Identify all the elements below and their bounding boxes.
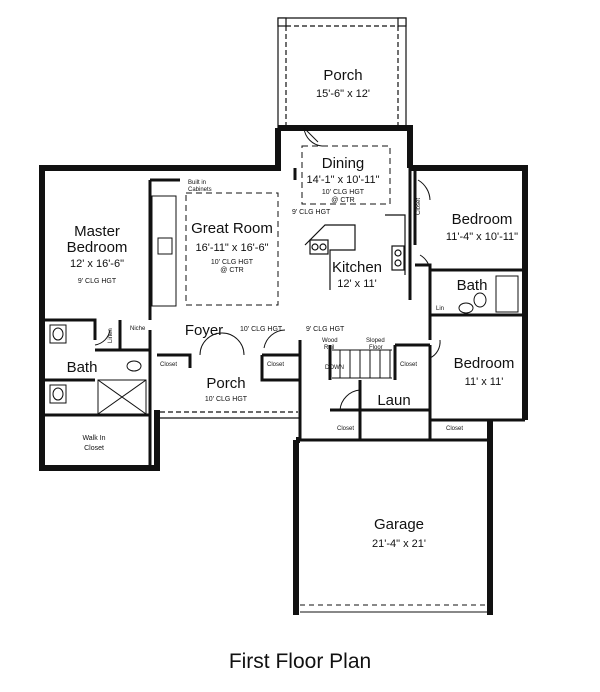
plan-title: First Floor Plan bbox=[228, 650, 372, 673]
great-room-ceiling-2: @ CTR bbox=[220, 267, 243, 274]
great-room-tray-ceiling bbox=[185, 192, 279, 306]
kitchen-name: Kitchen bbox=[332, 259, 382, 276]
bath-right-name: Bath bbox=[457, 277, 488, 294]
room-labels: Porch 15'-6" x 12' Dining 14'-1" x 10'-1… bbox=[67, 67, 519, 550]
dining-ceiling-1: 10' CLG HGT bbox=[322, 189, 365, 196]
great-room-size: 16'-11" x 16'-6" bbox=[196, 242, 269, 254]
wood-rail-label-2: Rail bbox=[324, 345, 334, 351]
dining-ceiling-2: @ CTR bbox=[331, 197, 354, 204]
closet-label-garage: Closet bbox=[446, 426, 463, 432]
sloped-floor-label-2: Floor bbox=[369, 345, 383, 351]
closet-label-laundry: Closet bbox=[337, 426, 354, 432]
kitchen-counters bbox=[304, 214, 406, 290]
annotations: Built in Cabinets 9' CLG HGT 10' CLG HGT… bbox=[108, 180, 463, 432]
wood-rail-label-1: Wood bbox=[322, 338, 338, 344]
rear-porch-size: 15'-6" x 12' bbox=[316, 88, 370, 100]
niche-label: Niche bbox=[130, 326, 146, 332]
hall-clg-label: 9' CLG HGT bbox=[306, 326, 345, 333]
walk-in-closet-name-2: Closet bbox=[84, 445, 104, 452]
down-label: DOWN bbox=[325, 365, 344, 371]
sloped-floor-label-1: Sloped bbox=[366, 338, 385, 344]
master-bedroom-name-1: Master bbox=[74, 223, 120, 240]
master-bedroom-size: 12' x 16'-6" bbox=[70, 258, 124, 270]
master-bedroom-ceiling: 9' CLG HGT bbox=[78, 278, 117, 285]
garage-walls bbox=[293, 420, 493, 615]
dining-door bbox=[303, 127, 323, 147]
bath-left-name: Bath bbox=[67, 359, 98, 376]
great-room-clg-label: 9' CLG HGT bbox=[292, 209, 331, 216]
great-room-name: Great Room bbox=[191, 220, 273, 237]
bedroom-1-size: 11'-4" x 10'-11" bbox=[446, 231, 518, 243]
front-porch-ceiling: 10' CLG HGT bbox=[205, 396, 248, 403]
bath-fixtures bbox=[49, 275, 519, 415]
front-porch-outline bbox=[156, 410, 300, 419]
dining-size: 14'-1" x 10'-11" bbox=[307, 174, 380, 186]
foyer-name: Foyer bbox=[185, 322, 223, 339]
garage-name: Garage bbox=[374, 516, 424, 533]
bedroom-2-size: 11' x 11' bbox=[465, 376, 504, 388]
laundry-name: Laun bbox=[377, 392, 410, 409]
lin-label: Lin bbox=[436, 306, 444, 312]
walk-in-closet-name-1: Walk In bbox=[82, 435, 105, 442]
rear-porch-name: Porch bbox=[323, 67, 362, 84]
closet-label-foyer-left: Closet bbox=[160, 362, 177, 368]
linen-label: Linen bbox=[108, 328, 114, 343]
doors bbox=[94, 179, 441, 411]
built-in-label-2: Cabinets bbox=[188, 187, 212, 193]
floor-plan: Porch 15'-6" x 12' Dining 14'-1" x 10'-1… bbox=[39, 17, 528, 615]
front-porch-name: Porch bbox=[206, 375, 245, 392]
built-in-label-1: Built in bbox=[188, 180, 206, 186]
bedroom-1-name: Bedroom bbox=[452, 211, 513, 228]
foyer-clg-label: 10' CLG HGT bbox=[240, 326, 283, 333]
closet-label-stairs: Closet bbox=[400, 362, 417, 368]
built-in-cabinets bbox=[151, 195, 177, 307]
stairs bbox=[332, 349, 392, 379]
dining-name: Dining bbox=[322, 155, 365, 172]
garage-size: 21'-4" x 21' bbox=[372, 538, 426, 550]
great-room-ceiling-1: 10' CLG HGT bbox=[211, 259, 254, 266]
interior-walls bbox=[42, 168, 525, 470]
kitchen-size: 12' x 11' bbox=[337, 278, 376, 290]
dining-tray-ceiling bbox=[301, 145, 391, 205]
rear-porch-outline bbox=[277, 17, 407, 128]
bedroom-2-name: Bedroom bbox=[454, 355, 515, 372]
master-bedroom-name-2: Bedroom bbox=[67, 239, 128, 256]
exterior-walls bbox=[39, 125, 528, 471]
garage-door-line bbox=[300, 604, 488, 613]
closet-label-foyer-right: Closet bbox=[267, 362, 284, 368]
closet-label-bedroom: Closet bbox=[416, 198, 422, 215]
